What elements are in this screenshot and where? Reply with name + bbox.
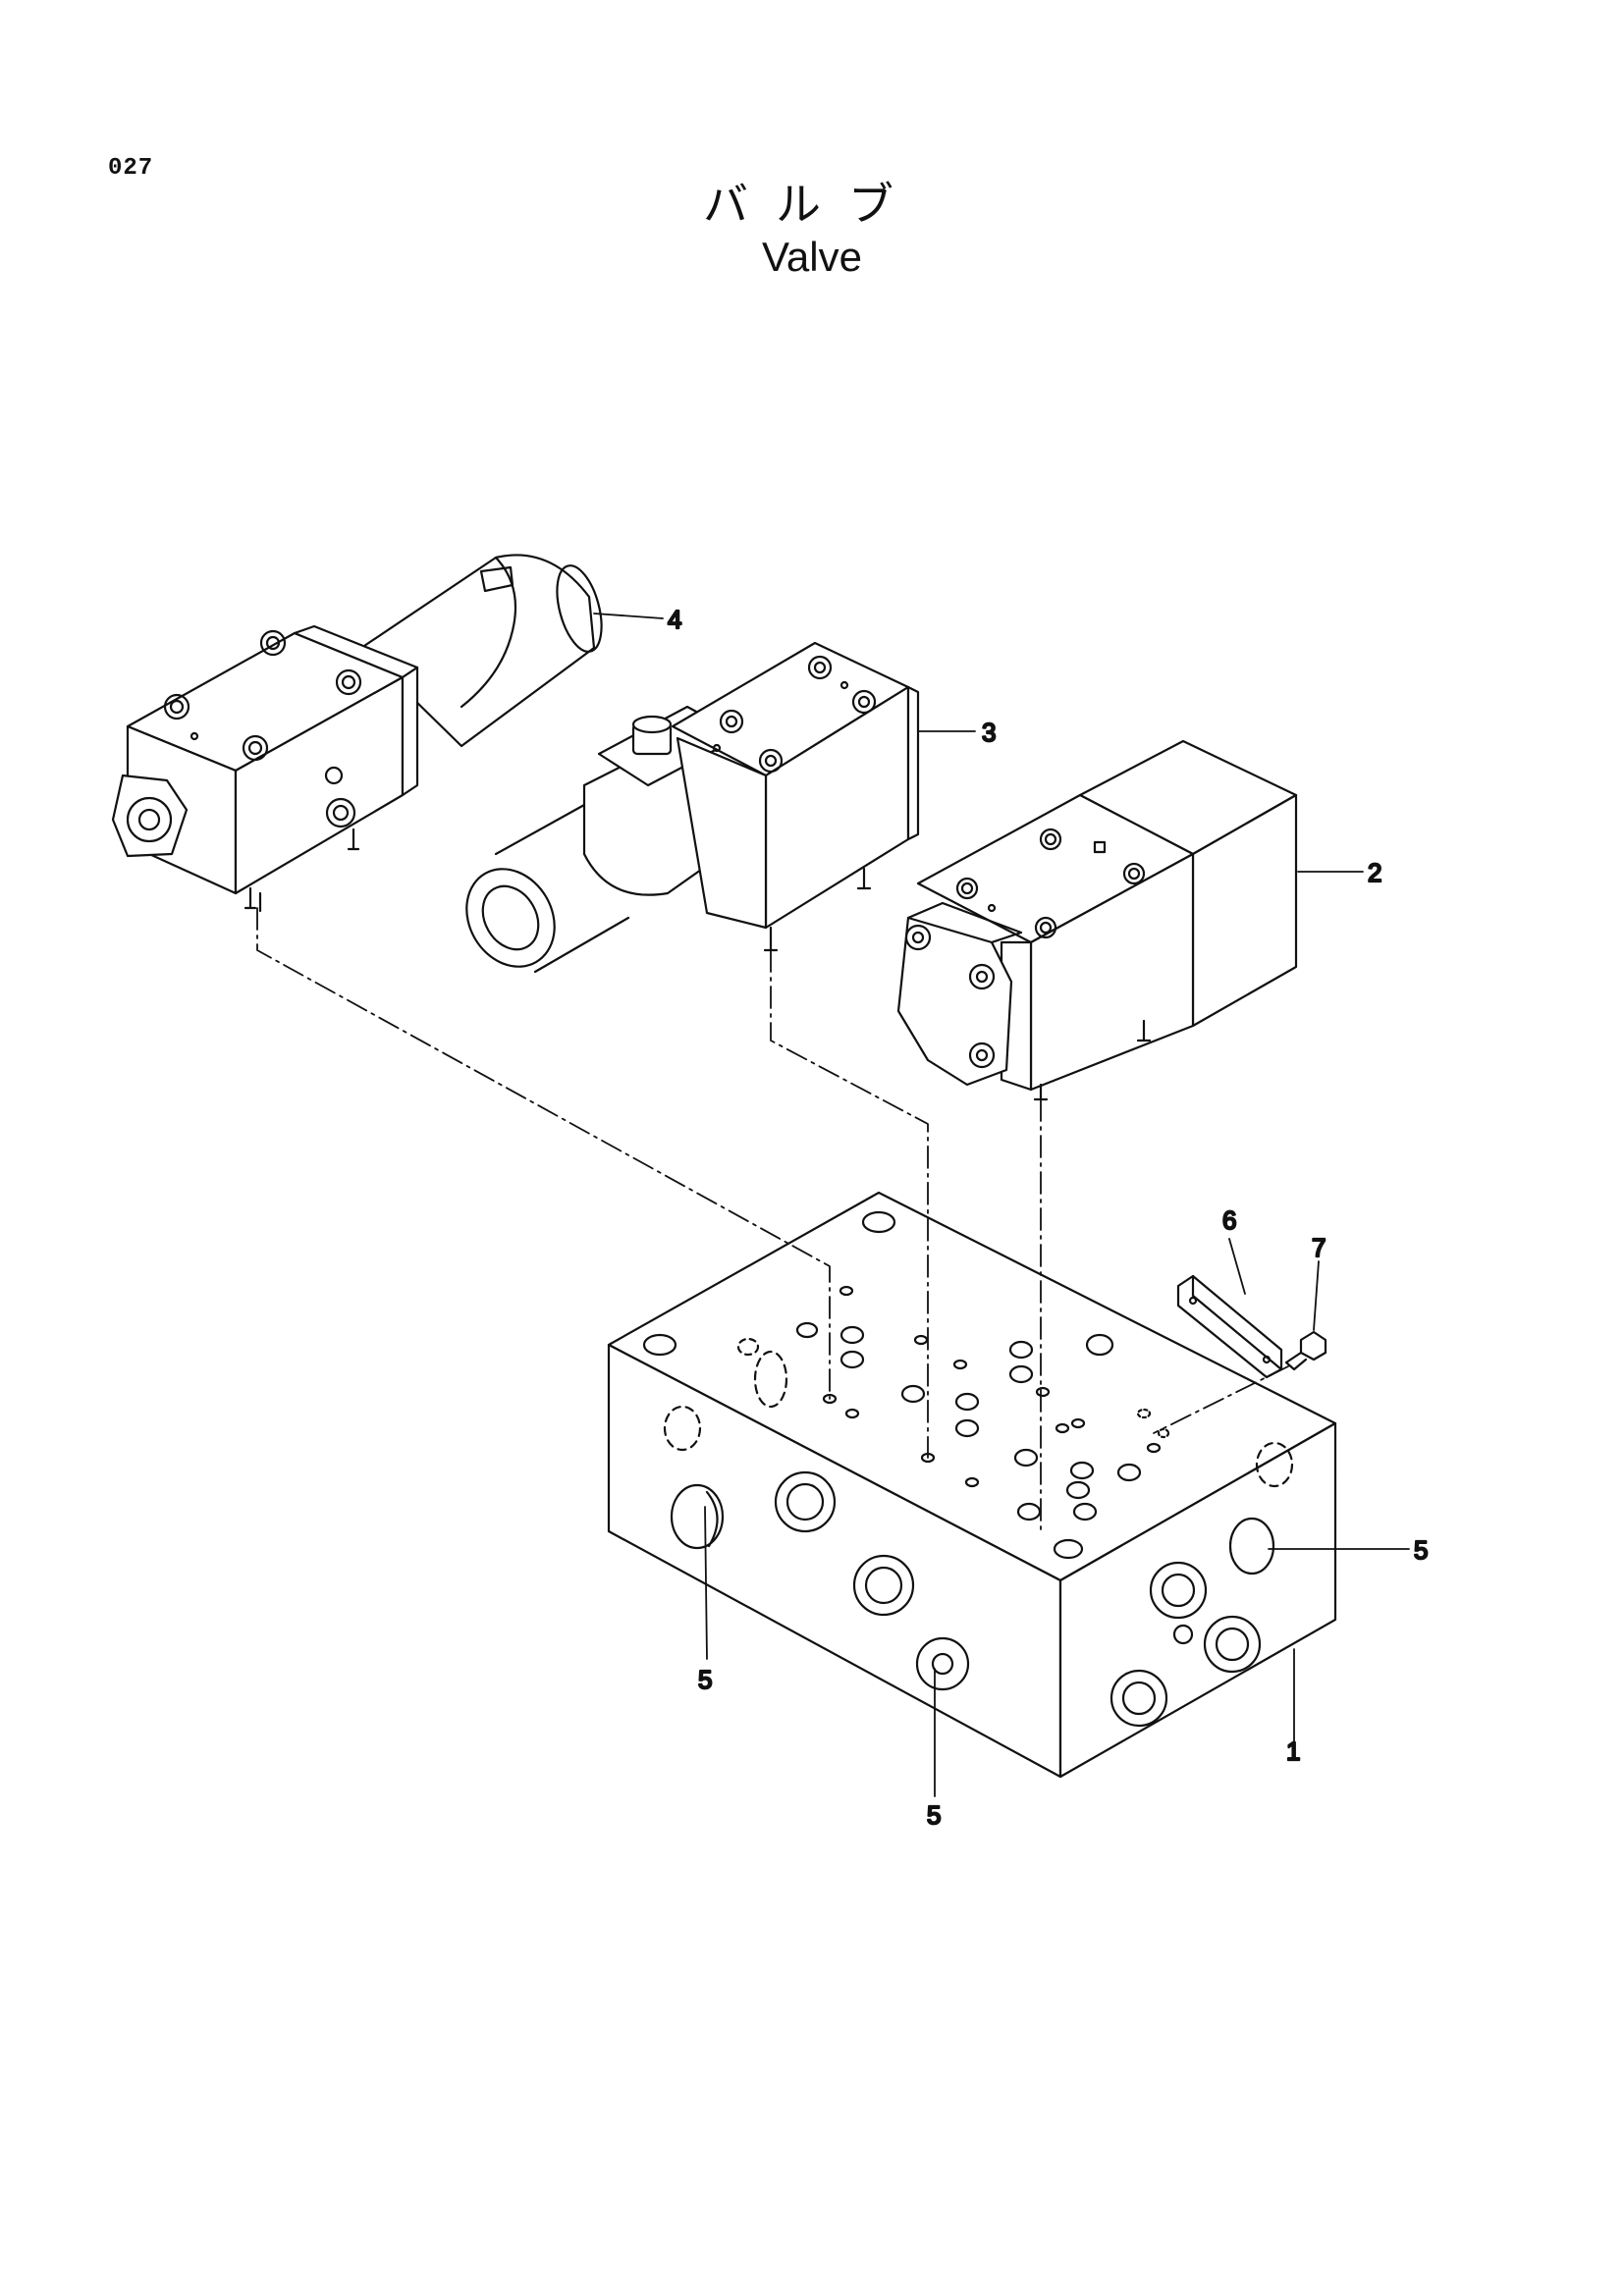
- callout-1: 1: [1286, 1736, 1300, 1766]
- title-english: Valve: [762, 234, 862, 280]
- callout-5-left: 5: [698, 1665, 712, 1694]
- callout-leaders: [593, 613, 1410, 1797]
- screw-part-7: [1284, 1330, 1327, 1371]
- valve-part-2: [896, 739, 1298, 1101]
- callout-5-bottom: 5: [927, 1800, 941, 1830]
- callout-3: 3: [982, 718, 996, 747]
- callout-6: 6: [1222, 1205, 1236, 1235]
- page-number: 027: [108, 155, 154, 182]
- callout-5-right: 5: [1414, 1535, 1428, 1565]
- callout-2: 2: [1368, 858, 1381, 887]
- manifold-block-part-1: [607, 1191, 1337, 1779]
- assembly-center-lines: [256, 907, 1289, 1532]
- title-japanese: バルブ: [703, 178, 921, 231]
- callout-7: 7: [1312, 1233, 1326, 1262]
- valve-part-4: [111, 554, 603, 913]
- callout-4: 4: [668, 605, 681, 634]
- valve-part-3: [465, 641, 920, 974]
